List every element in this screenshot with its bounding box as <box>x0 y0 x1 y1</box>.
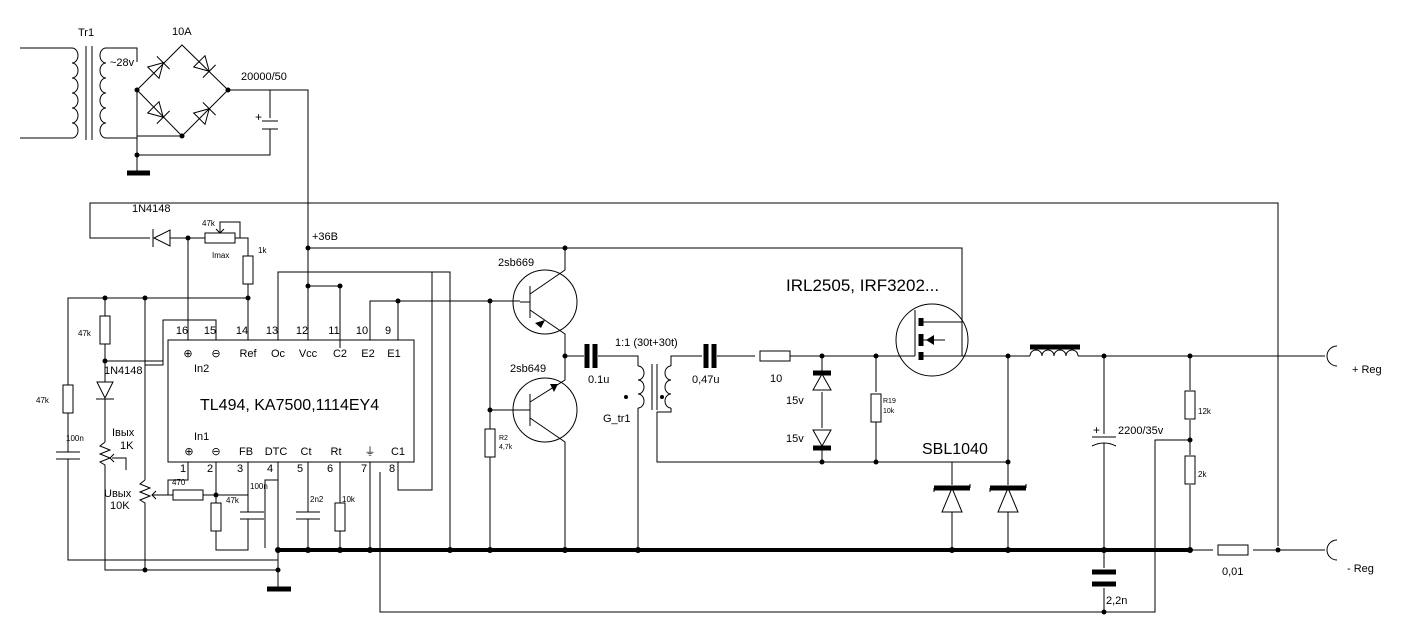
schottky-diodes: SBL1040 <box>922 356 1027 550</box>
ic-pin-name: E1 <box>387 348 400 360</box>
r-top-label: 47k <box>78 329 92 338</box>
output-cap-label: 2200/35v <box>1118 425 1164 437</box>
ic-pin-number: 16 <box>176 325 188 337</box>
bridge-rectifier: 10A + 20000/50 <box>127 26 309 248</box>
r-series-label: 470 <box>172 478 186 487</box>
ic-pin-name: C1 <box>391 446 405 458</box>
ic-pin-name: Vcc <box>299 348 318 360</box>
rail-label: +36B <box>312 231 338 243</box>
ic-pin-number: 11 <box>328 325 339 337</box>
ic-pin-name: ⏚ <box>365 445 376 458</box>
ic-pin-name: Ref <box>239 348 257 360</box>
ic-pin-name: FB <box>239 446 253 458</box>
ic-pin-number: 13 <box>266 325 278 337</box>
feedback-diode-label: 1N4148 <box>132 203 171 215</box>
r19-ref: R19 <box>883 398 896 405</box>
r2-value: 4,7k <box>499 444 513 451</box>
ic-pin-number: 15 <box>204 325 216 337</box>
gate-cap-label: 0,47u <box>692 374 720 386</box>
zener-top-label: 15v <box>786 395 804 407</box>
ic-pin-number: 12 <box>296 325 308 337</box>
divider-bottom-label: 2k <box>1198 470 1207 479</box>
driver-stage: 2sb669 2sb649 R2 4,7k <box>484 248 578 550</box>
c-ct-label: 2n2 <box>310 495 324 504</box>
imax-pot-value: 47k <box>202 219 216 228</box>
ic-pin-name: Oc <box>271 348 286 360</box>
gate-drive-transformer: 0.1u 1:1 (30t+30t) G_tr1 0,47u 10 <box>565 337 1008 550</box>
transformer-ref: Tr1 <box>78 27 94 39</box>
left-regulation-network: 47k 1N4148 47k 100n Iвых 1K Uвых 10K 470… <box>36 298 278 573</box>
current-feedback: 1N4148 47k Imax 1k <box>89 202 1279 546</box>
ic-title: TL494, KA7500,1114EY4 <box>200 397 379 414</box>
ic-pin-name: DTC <box>265 446 288 458</box>
ic-pin-number: 1 <box>180 463 186 475</box>
ic-pin-name: ⊕ <box>183 348 192 360</box>
svg-text:+: + <box>255 110 262 124</box>
output-minus-label: - Reg <box>1347 563 1374 575</box>
ic-bottom-wiring: 2n2 10k <box>264 439 1190 613</box>
ic-pin-number: 10 <box>356 325 368 337</box>
feedback-resistor-label: 1k <box>258 246 267 255</box>
ic-pin-name: ⊖ <box>211 446 220 458</box>
ic-pin-name: E2 <box>361 348 374 360</box>
mains-transformer: Tr1 ~28v <box>20 27 138 140</box>
ic-pin-number: 6 <box>327 463 333 475</box>
gnd-cap-label: 2,2n <box>1106 595 1127 607</box>
fuse-label: 10A <box>172 26 192 38</box>
ic-pin-name: Rt <box>331 446 342 458</box>
output-filter: + 2200/35v 12k 2k 0,01 2,2n <box>1029 344 1325 615</box>
output-plus-label: + Reg <box>1352 364 1382 376</box>
pot-i-value: 1K <box>120 440 134 452</box>
imax-pot-label: Imax <box>212 251 229 260</box>
ic-pin-name: C2 <box>333 348 347 360</box>
ic-pin-name: ⊖ <box>211 348 220 360</box>
left-diode-label: 1N4148 <box>104 365 143 377</box>
schottky-label: SBL1040 <box>922 441 988 458</box>
c-fb-label: 100n <box>250 482 268 491</box>
c-side-label: 100n <box>66 434 84 443</box>
pot-i-label: Iвых <box>112 427 135 439</box>
ic-pin-number: 8 <box>389 463 395 475</box>
ic-in1-label: In1 <box>194 431 209 443</box>
gate-protection: 15v 15v R19 10k <box>786 356 896 465</box>
ic-pin-number: 9 <box>385 325 391 337</box>
r2-ref: R2 <box>499 435 508 442</box>
ic-pin-name: ⊕ <box>184 446 193 458</box>
q-top-label: 2sb669 <box>498 257 534 269</box>
r-rt-label: 10k <box>342 495 356 504</box>
ic-pin-number: 4 <box>267 463 273 475</box>
svg-text:+: + <box>1093 423 1100 437</box>
ic-pin-number: 5 <box>297 463 303 475</box>
gate-transformer-ref: G_tr1 <box>603 413 631 425</box>
ic-pin-number: 14 <box>236 325 248 337</box>
q-bottom-label: 2sb649 <box>510 363 546 375</box>
ic-pin-name: Ct <box>301 446 312 458</box>
divider-top-label: 12k <box>1198 407 1212 416</box>
ic-pin-number: 3 <box>237 463 243 475</box>
mosfet-label: IRL2505, IRF3202... <box>786 276 939 295</box>
pot-u-value: 10K <box>110 500 130 512</box>
ic-pin-number: 2 <box>207 463 213 475</box>
r-side-label: 47k <box>36 396 50 405</box>
ic-in2-label: In2 <box>194 363 209 375</box>
pwm-controller-ic: TL494, KA7500,1114EY4 In2 In1 16⊕15⊖14Re… <box>167 325 415 475</box>
transformer-voltage: ~28v <box>110 57 135 69</box>
pot-u-label: Uвых <box>104 488 132 500</box>
ic-bottom-pins: 1 ⊕ 2 ⊖ 3 FB 4 DTC 5 Ct 6 Rt 7 ⏚ 8 C1 <box>180 445 405 475</box>
bulk-capacitor-label: 20000/50 <box>241 71 287 83</box>
ic-pin-number: 7 <box>361 463 367 475</box>
coupling-cap-label: 0.1u <box>588 374 609 386</box>
zener-bottom-label: 15v <box>786 433 804 445</box>
transformer-ratio: 1:1 (30t+30t) <box>615 337 678 349</box>
shunt-label: 0,01 <box>1222 566 1243 578</box>
gate-resistor-label: 10 <box>770 373 782 385</box>
r19-value: 10k <box>883 408 895 415</box>
r-fb-label: 47k <box>226 496 240 505</box>
power-mosfet: IRL2505, IRF3202... <box>786 276 1030 377</box>
output-terminals: + Reg - Reg <box>1326 345 1382 575</box>
